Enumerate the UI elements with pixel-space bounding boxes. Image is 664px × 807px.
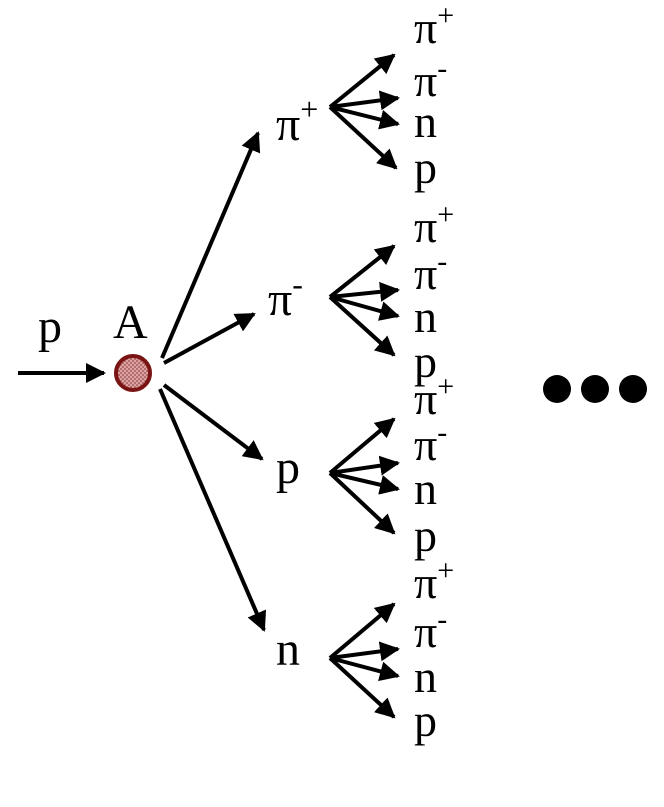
fan-arrow-p xyxy=(328,295,396,357)
fan-label-n: n xyxy=(414,651,437,702)
fan-arrow-pi-minus xyxy=(329,281,400,302)
fan-label-n: n xyxy=(414,96,437,147)
gen1-label-p: p xyxy=(276,441,300,494)
fan-arrow-pi-plus xyxy=(328,417,396,475)
gen1-label-pi-minus: π- xyxy=(268,266,303,326)
continuation-dots xyxy=(543,375,647,403)
fan-label-p: p xyxy=(414,695,437,746)
fan-group-4: π+π-np xyxy=(328,554,454,746)
arrow-to-n xyxy=(158,388,267,632)
fan-label-n: n xyxy=(414,463,437,514)
fan-arrow-p xyxy=(328,471,396,535)
fan-label-pi-minus: π- xyxy=(414,245,447,299)
fan-arrow-n xyxy=(329,471,400,495)
continuation-dot xyxy=(581,375,609,403)
fan-label-pi-plus: π+ xyxy=(414,198,454,252)
fan-arrow-pi-plus xyxy=(328,53,396,109)
fan-group-3: π+π-np xyxy=(328,370,454,561)
fan-arrow-pi-minus xyxy=(329,455,400,476)
fan-arrow-n xyxy=(329,295,400,321)
fan-label-p: p xyxy=(414,510,437,561)
fan-label-pi-plus: π+ xyxy=(414,370,454,424)
fan-arrow-p xyxy=(328,105,398,170)
incoming-label: p xyxy=(38,300,62,353)
gen1-label-n: n xyxy=(276,623,300,676)
fan-label-n: n xyxy=(414,291,437,342)
fan-arrow-pi-plus xyxy=(328,244,396,299)
arrow-to-pi-minus xyxy=(163,312,256,365)
continuation-dot xyxy=(543,375,571,403)
fan-arrow-pi-minus xyxy=(329,641,400,662)
fan-label-pi-plus: π+ xyxy=(414,554,454,608)
gen1-label-pi-plus: π+ xyxy=(276,91,318,151)
fan-label-pi-minus: π- xyxy=(414,416,447,470)
fan-arrow-n xyxy=(329,656,400,682)
fan-arrow-n xyxy=(329,105,400,130)
target-label: A xyxy=(113,296,148,349)
fan-label-pi-minus: π- xyxy=(414,603,447,657)
fan-label-p: p xyxy=(414,336,437,387)
fan-arrow-p xyxy=(328,656,396,719)
continuation-dot xyxy=(619,375,647,403)
fan-group-2: π+π-np xyxy=(328,198,454,387)
fan-group-1: π+π-np xyxy=(328,0,454,193)
fan-arrow-pi-plus xyxy=(328,602,396,660)
second-generation-groups: π+π-npπ+π-npπ+π-npπ+π-np xyxy=(328,0,454,746)
fan-arrow-pi-minus xyxy=(329,90,400,111)
fan-label-p: p xyxy=(414,142,437,193)
arrow-to-p xyxy=(162,383,264,461)
fan-label-pi-plus: π+ xyxy=(414,0,454,53)
target-nucleus xyxy=(114,354,152,392)
fan-label-pi-minus: π- xyxy=(414,52,447,106)
arrow-to-pi-plus xyxy=(160,131,261,359)
